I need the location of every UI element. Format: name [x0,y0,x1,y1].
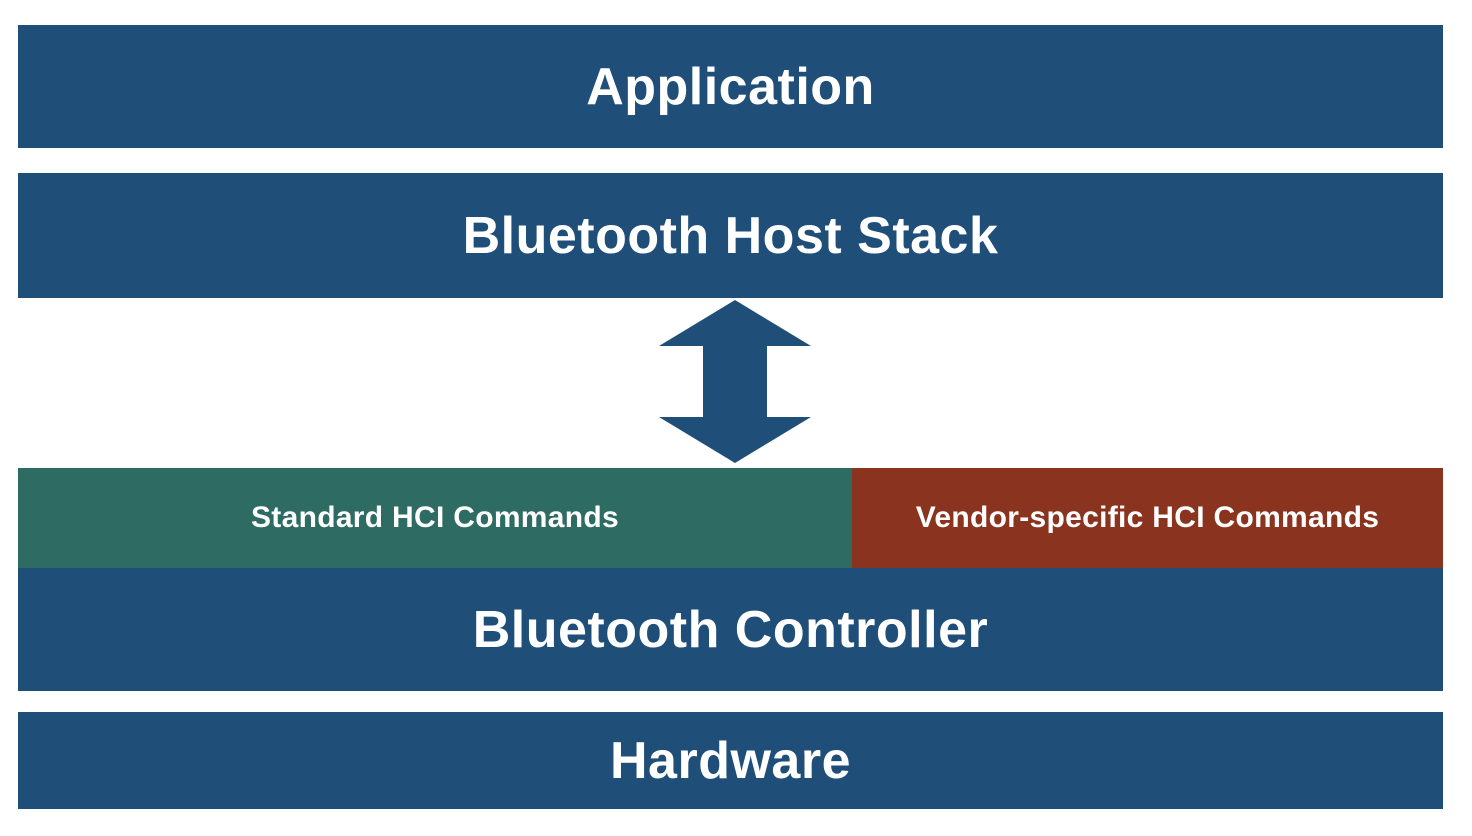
layer-vendor-specific-hci-commands-label: Vendor-specific HCI Commands [915,501,1380,534]
hci-commands-row: Standard HCI Commands Vendor-specific HC… [18,468,1443,568]
layer-standard-hci-commands: Standard HCI Commands [18,468,852,568]
layer-bluetooth-controller: Bluetooth Controller [18,568,1443,691]
layer-hardware: Hardware [18,712,1443,809]
layer-bluetooth-host-stack-label: Bluetooth Host Stack [462,206,999,265]
layer-bluetooth-host-stack: Bluetooth Host Stack [18,173,1443,298]
layer-standard-hci-commands-label: Standard HCI Commands [250,501,619,534]
layer-hardware-label: Hardware [610,731,851,790]
bidirectional-arrow-shape [659,300,811,463]
layer-bluetooth-controller-label: Bluetooth Controller [472,600,989,659]
layer-application-label: Application [586,57,875,116]
bidirectional-arrow-icon [659,300,811,463]
layer-application: Application [18,25,1443,148]
layer-vendor-specific-hci-commands: Vendor-specific HCI Commands [852,468,1443,568]
